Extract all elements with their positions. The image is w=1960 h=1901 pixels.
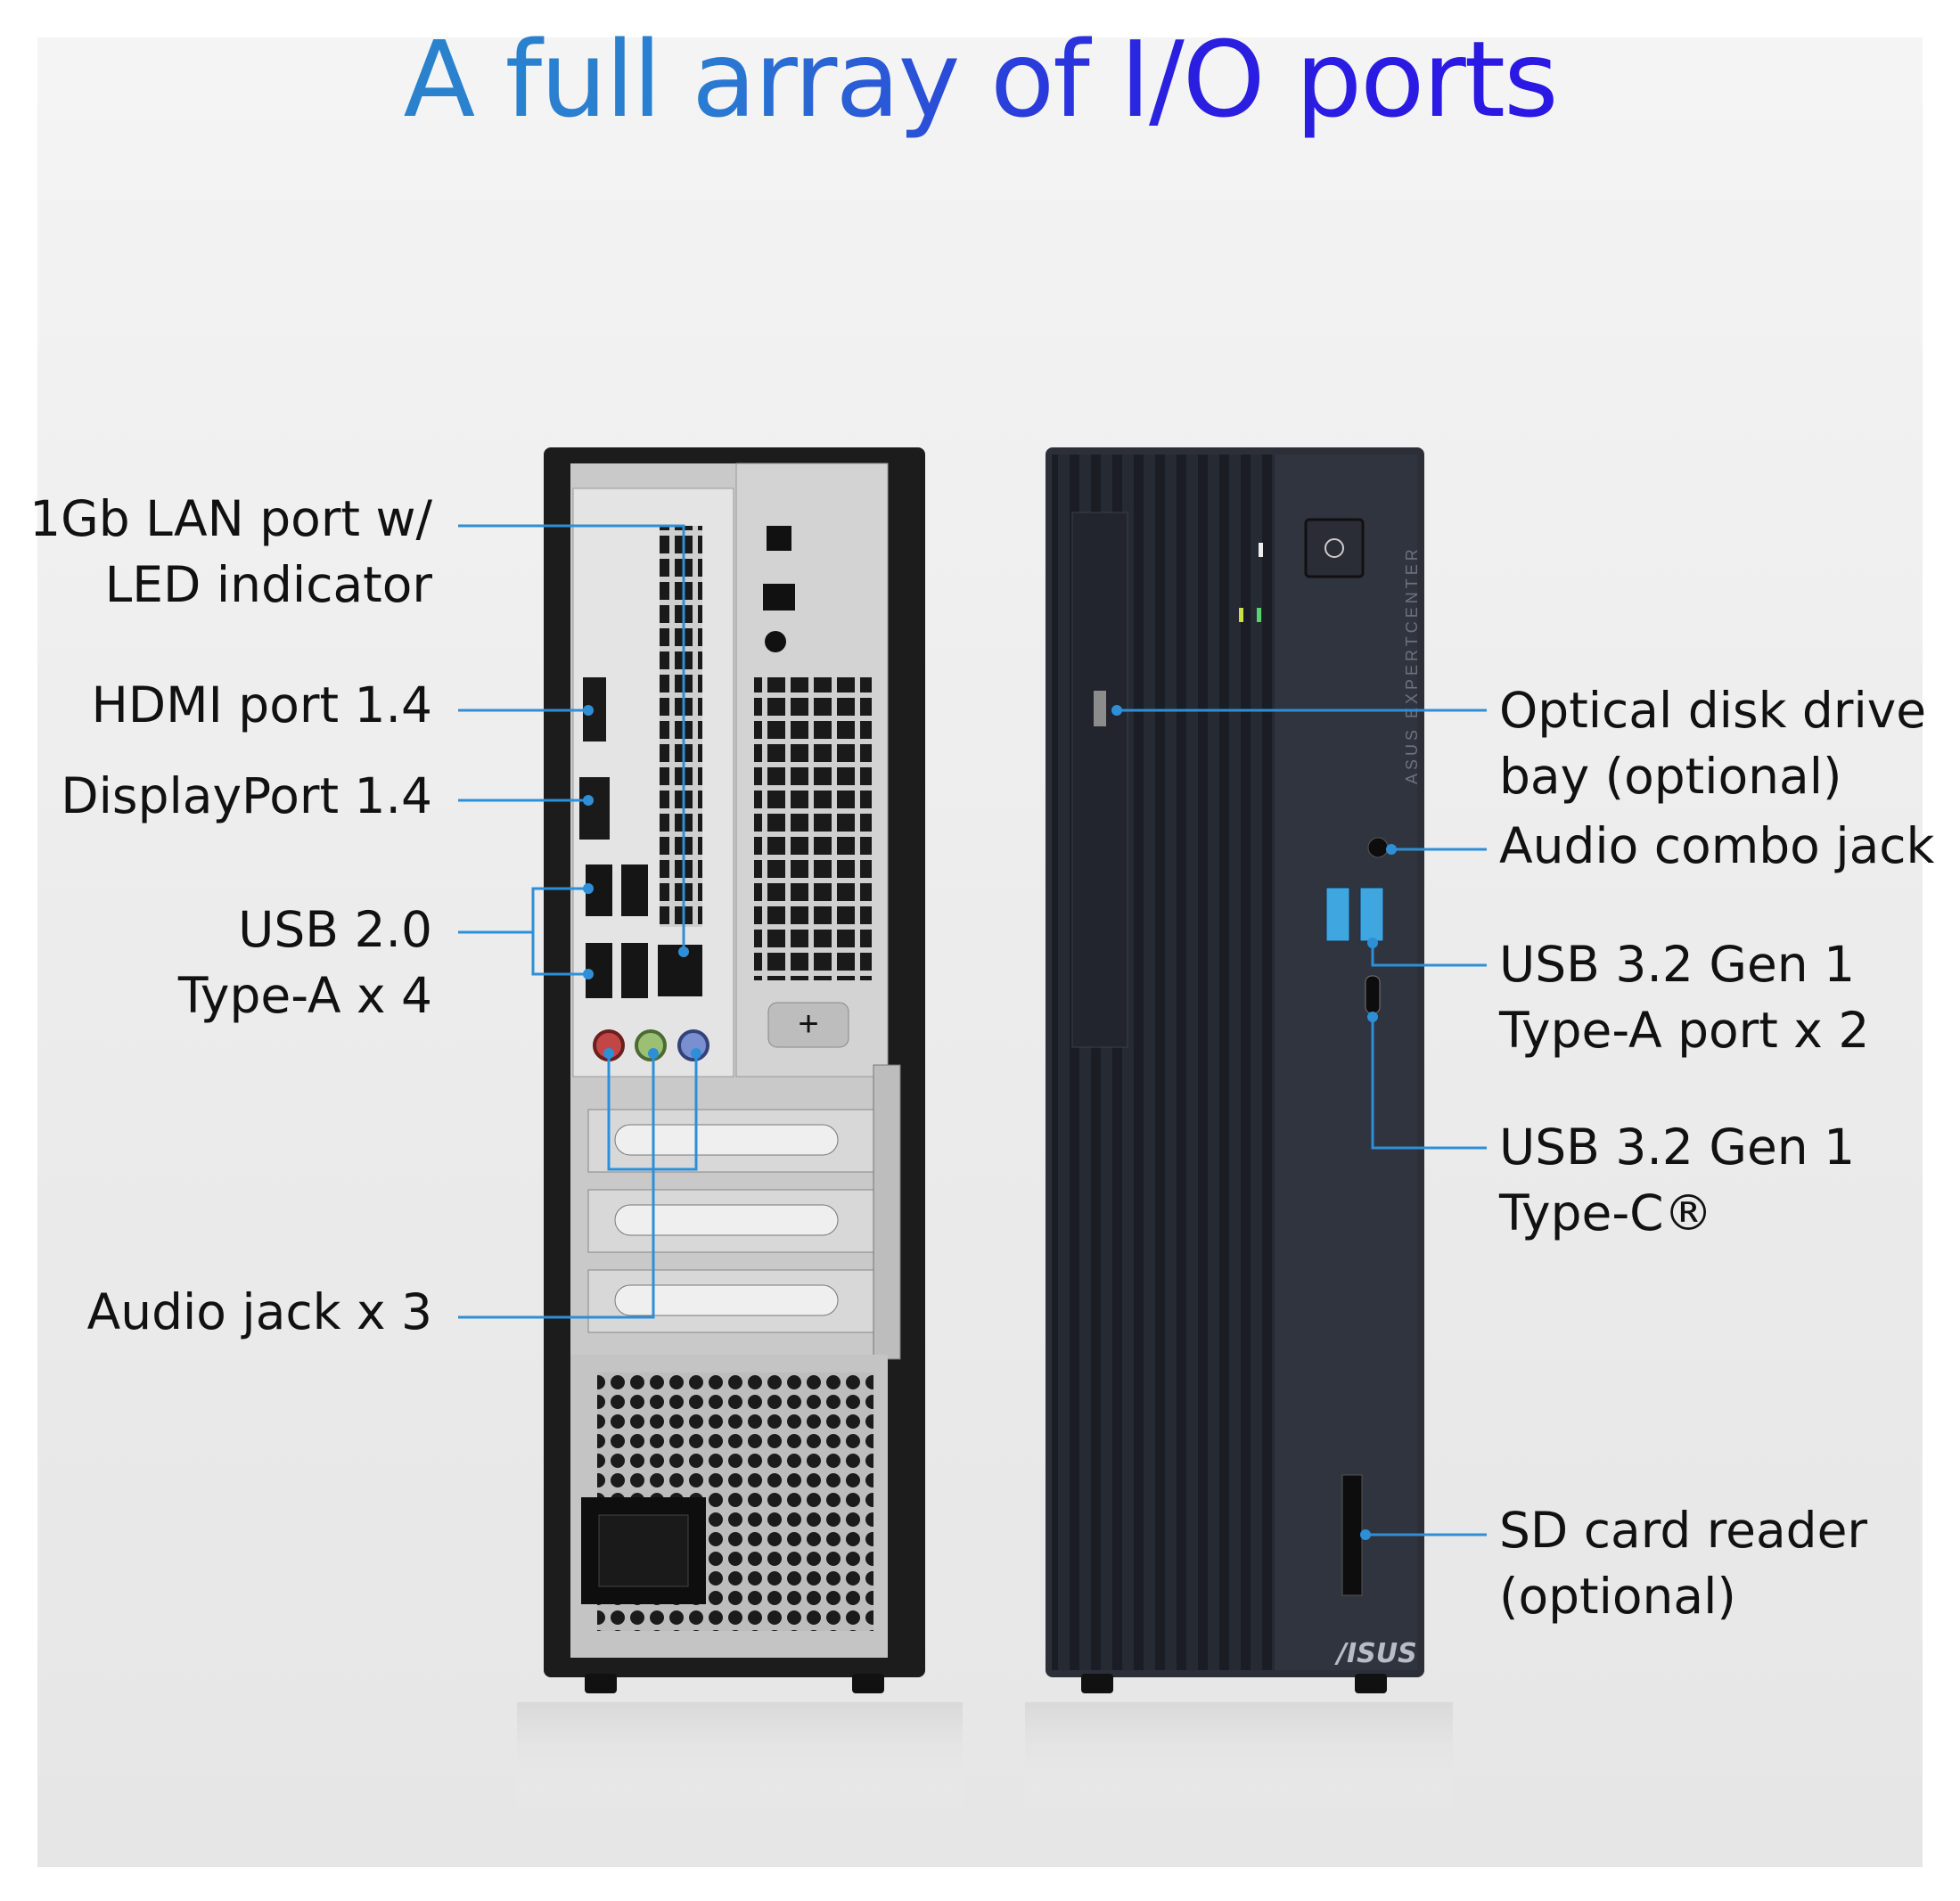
rear-reflection — [517, 1702, 963, 1809]
usb32-a-port-1 — [1325, 887, 1350, 942]
optical-bay — [1071, 512, 1128, 1048]
label-audio-jacks: Audio jack x 3 — [86, 1283, 432, 1340]
displayport-port — [579, 777, 610, 840]
page-title: A full array of I/O ports — [0, 18, 1960, 141]
label-usb32-type-a: USB 3.2 Gen 1 Type-A port x 2 — [1499, 936, 1870, 1059]
front-view: ASUS EXPERTCENTER /ISUS — [1046, 447, 1424, 1693]
rear-view: + — [544, 447, 925, 1693]
label-usb2: USB 2.0 Type-A x 4 — [177, 901, 432, 1024]
power-supply — [570, 1355, 888, 1658]
front-reflection — [1025, 1702, 1453, 1809]
usb-c-port — [1365, 975, 1381, 1014]
label-lan-port: 1Gb LAN port w/ LED indicator — [29, 490, 432, 613]
label-audio-combo-jack: Audio combo jack — [1499, 817, 1935, 874]
asus-logo: /ISUS — [1334, 1638, 1417, 1669]
sd-card-slot — [1341, 1474, 1363, 1596]
side-brand-text: ASUS EXPERTCENTER — [1403, 545, 1421, 784]
svg-text:+: + — [798, 1004, 818, 1044]
label-hdmi-port: HDMI port 1.4 — [91, 676, 432, 733]
power-button[interactable] — [1304, 518, 1365, 578]
audio-combo-jack — [1367, 837, 1389, 858]
label-usb32-type-c: USB 3.2 Gen 1 Type-C® — [1499, 1118, 1856, 1241]
label-displayport: DisplayPort 1.4 — [61, 767, 432, 824]
label-optical-bay: Optical disk drive bay (optional) — [1499, 682, 1927, 805]
background-panel — [37, 37, 1923, 1867]
callout-dots — [583, 705, 1397, 1540]
callout-lines — [458, 524, 1487, 1536]
usb32-a-port-2 — [1359, 887, 1384, 942]
label-sd-card-reader: SD card reader (optional) — [1499, 1502, 1868, 1625]
expansion-slots — [587, 1064, 901, 1360]
